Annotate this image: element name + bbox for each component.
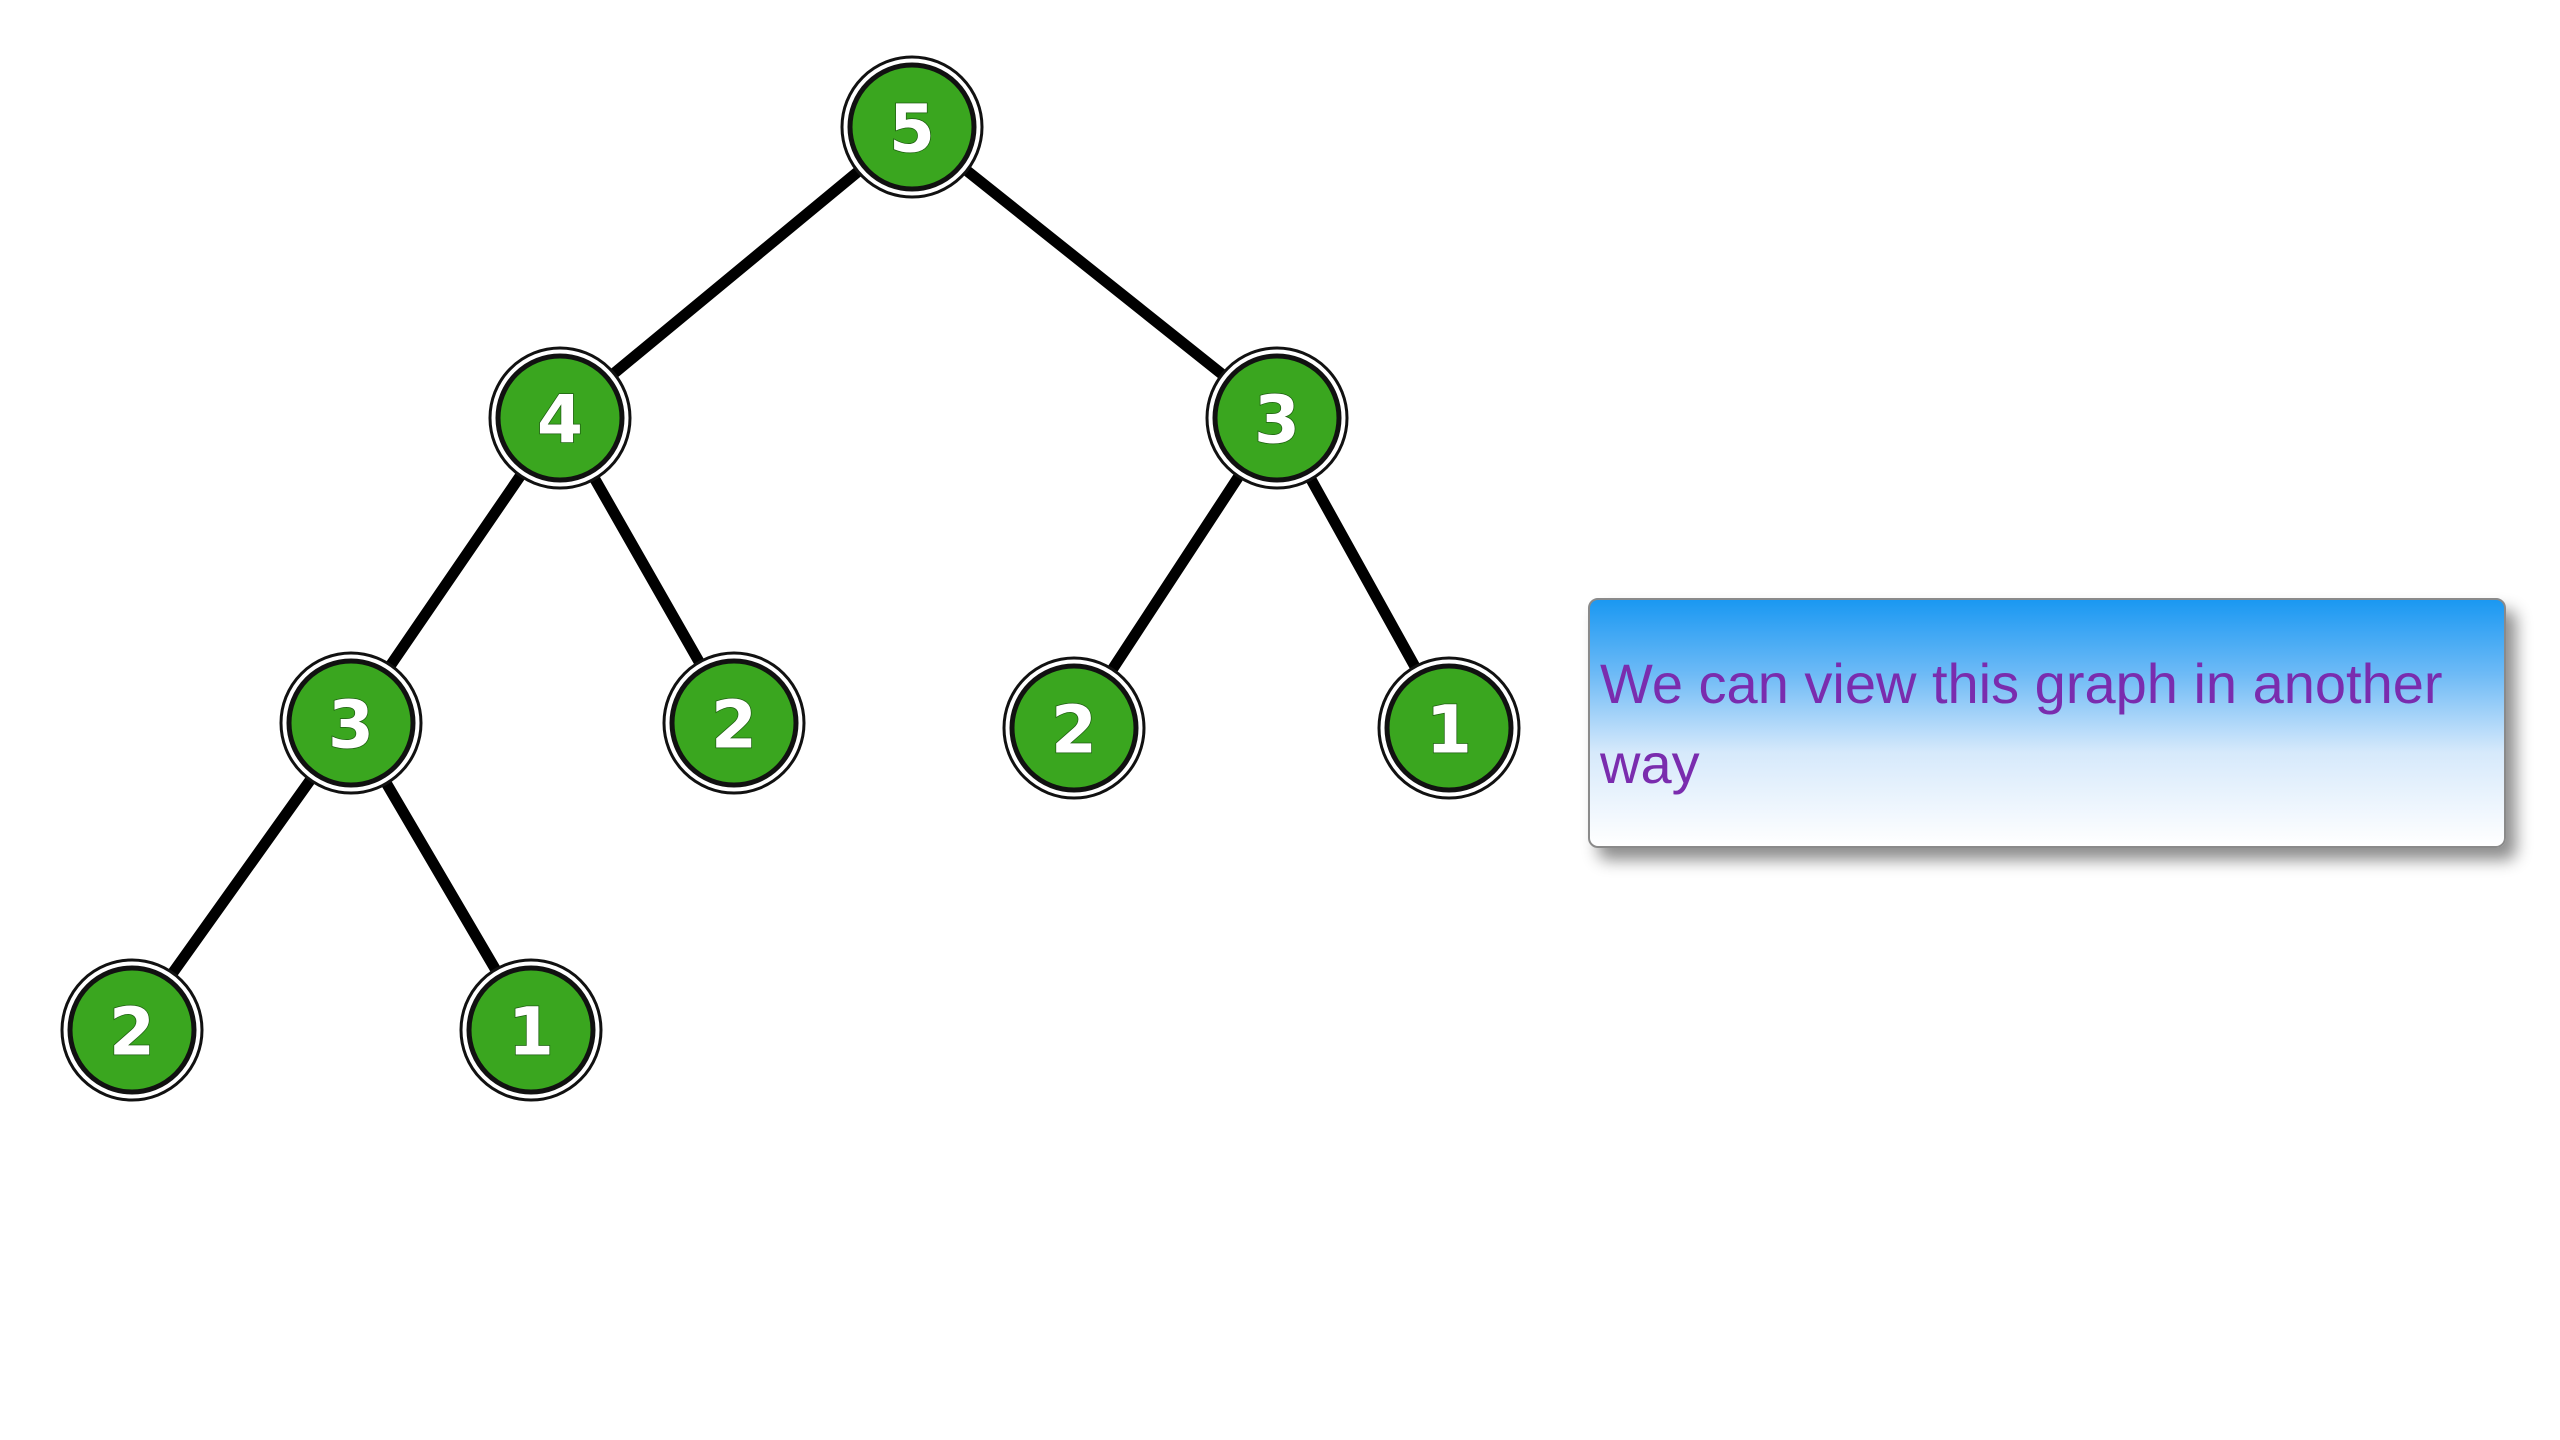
edges-layer — [126, 121, 1455, 1036]
node-circle — [847, 62, 977, 192]
node-circle — [286, 658, 416, 788]
node-circle — [1384, 663, 1514, 793]
node-circle — [1009, 663, 1139, 793]
tree-node-n3: 3 — [279, 651, 423, 795]
callout-text: We can view this graph in another way — [1600, 652, 2443, 795]
tree-node-n5: 2 — [1002, 656, 1146, 800]
node-label: 2 — [711, 687, 757, 764]
node-label: 2 — [109, 994, 155, 1071]
node-label: 1 — [1426, 692, 1472, 769]
tree-node-n2: 3 — [1205, 346, 1349, 490]
edge-n0-n1 — [554, 121, 918, 424]
node-circle — [495, 353, 625, 483]
node-circle — [1212, 353, 1342, 483]
node-label: 3 — [1254, 382, 1300, 459]
node-label: 3 — [328, 687, 374, 764]
callout-box: We can view this graph in another way — [1588, 598, 2506, 848]
tree-node-n6: 1 — [1377, 656, 1521, 800]
node-label: 5 — [889, 91, 935, 168]
node-circle — [466, 965, 596, 1095]
tree-node-n7: 2 — [60, 958, 204, 1102]
tree-node-n1: 4 — [488, 346, 632, 490]
node-label: 1 — [508, 994, 554, 1071]
edge-n0-n2 — [906, 121, 1283, 424]
node-circle — [67, 965, 197, 1095]
nodes-layer: 5 4 3 3 2 2 1 2 1 — [60, 55, 1521, 1102]
tree-node-n4: 2 — [662, 651, 806, 795]
tree-node-n8: 1 — [459, 958, 603, 1102]
node-circle — [669, 658, 799, 788]
node-label: 4 — [537, 382, 583, 459]
node-label: 2 — [1051, 692, 1097, 769]
tree-node-n0: 5 — [840, 55, 984, 199]
